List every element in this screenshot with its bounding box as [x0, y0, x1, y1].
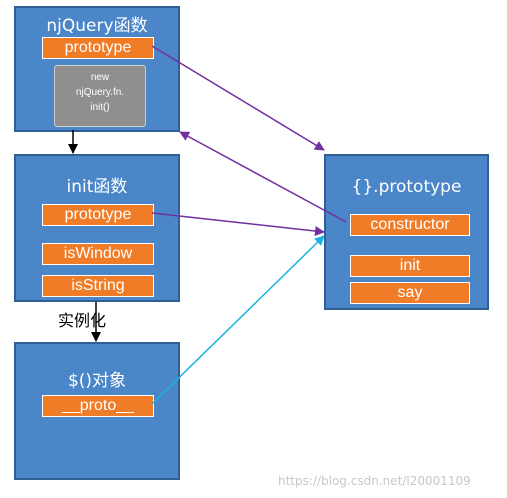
note-line-1: new: [90, 72, 110, 83]
note-line-3: init(): [90, 102, 110, 113]
init-method-pill: init: [350, 255, 470, 277]
init-prototype-pill: prototype: [42, 204, 154, 226]
instance-object-title: $()对象: [67, 371, 127, 391]
init-function-box: init函数 prototype isWindow isString: [14, 154, 180, 302]
njquery-prototype-arrow: [151, 45, 325, 151]
new-init-note: new njQuery.fn. init(): [54, 65, 146, 127]
isstring-pill: isString: [42, 275, 154, 297]
csdn-watermark: https://blog.csdn.net/l20001109: [278, 474, 471, 488]
say-method-pill: say: [350, 282, 470, 304]
constructor-pill: constructor: [350, 214, 470, 236]
instance-object-box: $()对象 __proto__: [14, 342, 180, 480]
proto-pill: __proto__: [42, 395, 154, 417]
constructor-arrow: [179, 131, 347, 223]
prototype-object-title: {}.prototype: [351, 177, 462, 197]
njquery-prototype-pill: prototype: [42, 37, 154, 59]
note-line-2: njQuery.fn.: [75, 87, 125, 98]
njquery-function-box: njQuery函数 prototype new njQuery.fn. init…: [14, 6, 180, 132]
njquery-function-title: njQuery函数: [46, 16, 148, 36]
proto-arrow: [151, 235, 325, 405]
init-function-title: init函数: [66, 177, 128, 197]
iswindow-pill: isWindow: [42, 243, 154, 265]
init-prototype-arrow: [151, 212, 325, 236]
prototype-object-box: {}.prototype constructor init say: [324, 154, 489, 310]
instantiate-label: 实例化: [58, 311, 107, 330]
